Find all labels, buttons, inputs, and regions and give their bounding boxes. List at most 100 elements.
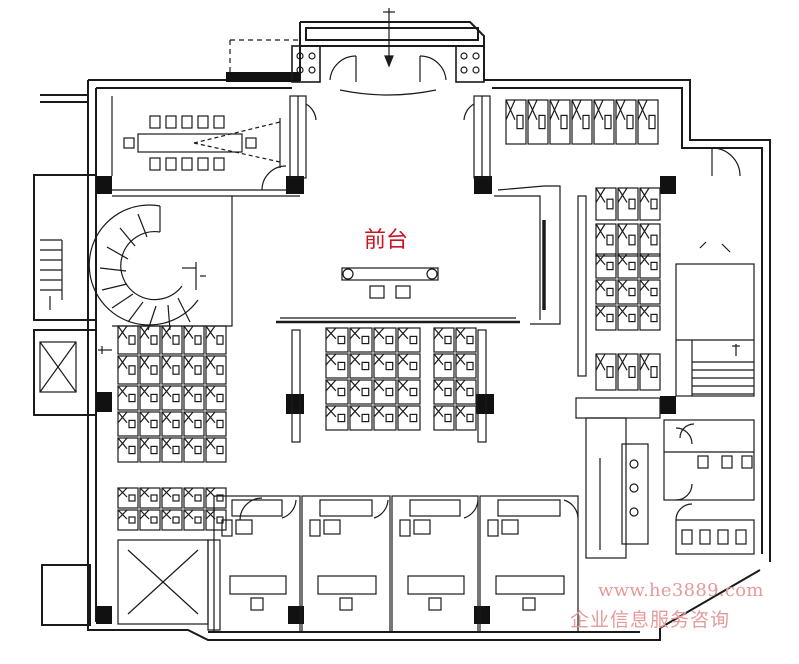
chair-icon — [606, 287, 614, 297]
chair-icon — [444, 387, 452, 397]
workstation — [325, 405, 349, 431]
workstation — [139, 411, 161, 437]
private-office — [391, 495, 479, 633]
chair-icon — [650, 234, 658, 246]
workstation — [639, 305, 661, 331]
chair-icon — [337, 387, 346, 397]
workstation — [117, 385, 139, 411]
workstation — [205, 385, 227, 411]
chair-icon — [250, 597, 264, 611]
chair-icon — [216, 445, 224, 455]
chair-icon — [606, 261, 614, 271]
chair-icon — [560, 114, 568, 130]
desk-icon — [229, 575, 287, 595]
workstation — [205, 355, 227, 385]
workstation — [161, 385, 183, 411]
chair-icon — [538, 114, 546, 130]
chair-icon — [606, 234, 614, 246]
workstation — [183, 325, 205, 355]
chair-icon — [628, 366, 636, 379]
chair-icon — [216, 335, 224, 345]
chair-icon — [385, 361, 394, 371]
chair-icon — [194, 516, 202, 524]
chair-icon — [128, 494, 136, 502]
workstation — [373, 379, 397, 405]
chair-icon — [172, 393, 180, 403]
chair-icon — [194, 419, 202, 429]
workstation — [139, 437, 161, 463]
restrooms — [575, 397, 755, 559]
chair-icon — [444, 413, 452, 423]
workstation — [639, 353, 661, 391]
chair-icon — [128, 335, 136, 345]
chair-icon — [150, 445, 158, 455]
workstation — [433, 379, 455, 405]
workstation — [205, 487, 227, 509]
reception-desk — [341, 267, 439, 299]
chair-icon — [385, 335, 394, 345]
sofa-icon — [319, 499, 373, 517]
room-label-reception: 前台 — [364, 228, 409, 253]
workstation — [161, 487, 183, 509]
chair-icon — [606, 313, 614, 323]
workstation — [595, 353, 617, 391]
chair-icon — [428, 597, 442, 611]
workstation — [617, 223, 639, 257]
sofa-icon — [409, 499, 461, 517]
chair-icon — [650, 261, 658, 271]
chair-icon — [172, 365, 180, 375]
chair-icon — [172, 494, 180, 502]
chair-icon — [650, 198, 658, 210]
sofa-icon — [231, 499, 283, 517]
chair-icon — [361, 413, 370, 423]
private-office — [479, 495, 579, 633]
chair-icon — [650, 287, 658, 297]
chair-icon — [194, 393, 202, 403]
chair-icon — [604, 114, 612, 130]
chair-icon — [150, 419, 158, 429]
chair-icon — [337, 335, 346, 345]
chair-icon — [337, 413, 346, 423]
workstation — [595, 187, 617, 221]
chair-icon — [194, 445, 202, 455]
desk-icon — [407, 575, 465, 595]
workstation — [617, 253, 639, 279]
workstation — [455, 405, 477, 431]
workstation — [183, 509, 205, 531]
chair-icon — [606, 198, 614, 210]
workstation — [397, 379, 421, 405]
workstation — [183, 437, 205, 463]
workstation — [183, 385, 205, 411]
north-arrow-icon — [383, 8, 395, 68]
workstation — [595, 223, 617, 257]
workstation — [615, 99, 637, 145]
workstation — [117, 487, 139, 509]
workstation — [349, 327, 373, 353]
chair-icon — [409, 361, 418, 371]
chair-icon — [628, 313, 636, 323]
workstation — [397, 327, 421, 353]
chair-icon — [626, 114, 634, 130]
chair-icon — [409, 413, 418, 423]
chair-icon — [128, 393, 136, 403]
workstation — [549, 99, 571, 145]
chair-icon — [150, 365, 158, 375]
workstation — [595, 253, 617, 279]
chair-icon — [385, 387, 394, 397]
workstation — [349, 353, 373, 379]
elevator-icon — [39, 341, 209, 625]
chair-icon — [150, 516, 158, 524]
workstation — [161, 509, 183, 531]
workstation — [117, 325, 139, 355]
private-office — [301, 495, 391, 633]
chair-icon — [628, 261, 636, 271]
workstation — [639, 223, 661, 257]
private-office — [213, 495, 301, 633]
chair-icon — [216, 393, 224, 403]
chair-icon — [150, 335, 158, 345]
chair-icon — [444, 361, 452, 371]
workstation — [433, 405, 455, 431]
toilet-icon — [681, 455, 753, 545]
workstation — [373, 353, 397, 379]
workstation — [433, 353, 455, 379]
